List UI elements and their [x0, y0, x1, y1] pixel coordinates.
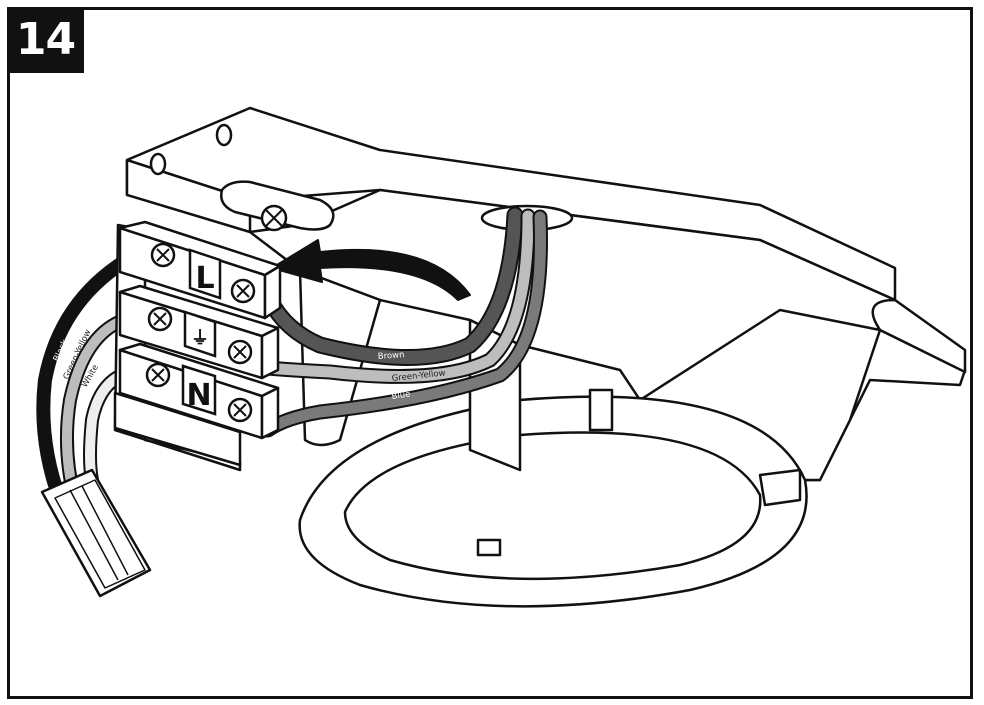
- label-blue: Blue: [391, 389, 411, 402]
- green-yellow-wire-supply: [262, 210, 534, 382]
- live-terminal-symbol: L: [195, 261, 214, 296]
- screw-icon: [227, 397, 253, 423]
- screw-icon: [150, 242, 176, 268]
- screw-icon: [145, 362, 171, 388]
- terminal-symbols: [181, 248, 222, 416]
- label-brown: Brown: [378, 350, 405, 362]
- earth-icon: ⏚: [191, 328, 209, 349]
- supply-wires: [260, 206, 548, 438]
- quick-connector: [40, 468, 152, 598]
- screw-icon: [230, 278, 256, 304]
- terminal-screws: [145, 242, 256, 423]
- blue-wire: [262, 211, 546, 436]
- screw-icon: [147, 306, 173, 332]
- step-number-badge: 14: [7, 7, 84, 73]
- brown-wire: [263, 208, 522, 364]
- screw-icon: [227, 339, 253, 365]
- neutral-terminal-symbol: N: [186, 378, 211, 413]
